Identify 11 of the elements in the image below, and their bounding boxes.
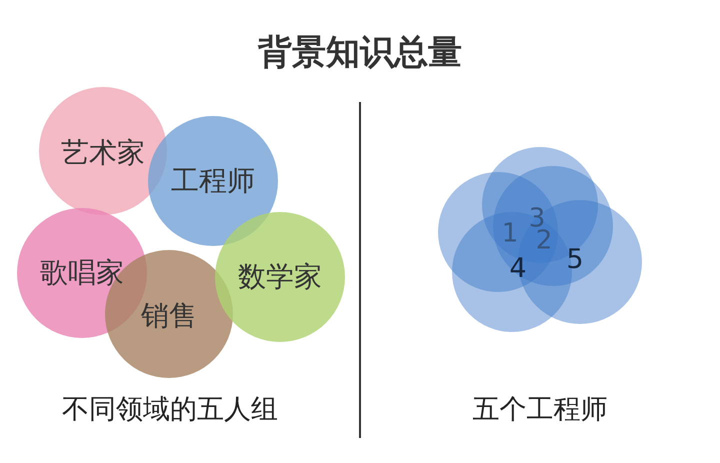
group-caption: 不同领域的五人组 xyxy=(62,395,278,425)
circle-label: 歌唱家 xyxy=(40,259,124,287)
number-label: 4 xyxy=(509,254,527,284)
circle-label: 数学家 xyxy=(238,263,322,291)
circle-label: 销售 xyxy=(141,302,197,330)
group-caption: 五个工程师 xyxy=(472,395,608,425)
number-label: 5 xyxy=(566,245,584,275)
title: 背景知识总量 xyxy=(258,34,462,72)
number-label: 1 xyxy=(502,220,518,248)
circle-label: 艺术家 xyxy=(61,139,145,167)
circle-label: 工程师 xyxy=(171,167,255,195)
